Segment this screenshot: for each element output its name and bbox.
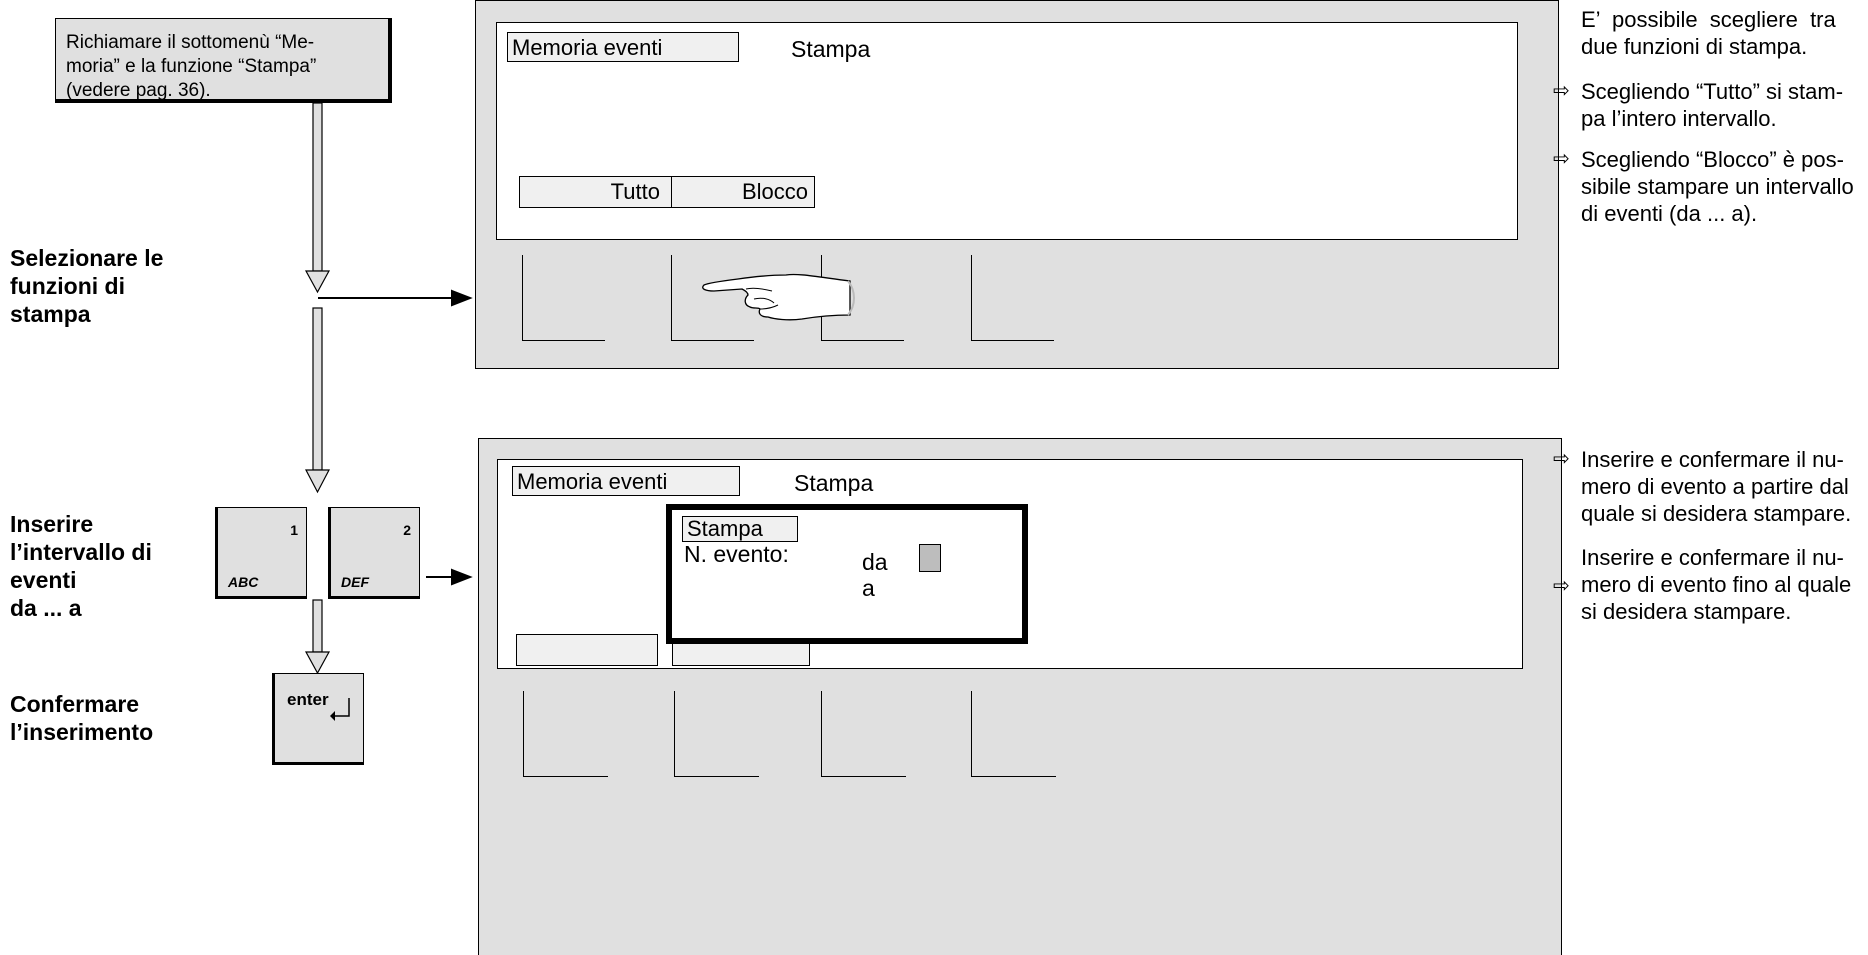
step-line: funzioni di bbox=[10, 273, 125, 299]
text-line: di eventi (da ... a). bbox=[1581, 201, 1758, 226]
text-line: Scegliendo “Blocco” è pos- bbox=[1581, 147, 1844, 172]
softkey-field-1 bbox=[516, 634, 658, 666]
key-number: 2 bbox=[403, 522, 411, 538]
instruction-note: Richiamare il sottomenù “Me- moria” e la… bbox=[55, 18, 392, 103]
softkey-2[interactable] bbox=[671, 255, 754, 341]
bullet-tutto: Scegliendo “Tutto” si stam- pa l’intero … bbox=[1581, 78, 1865, 132]
text-line: mero di evento a partire dal bbox=[1581, 474, 1849, 499]
text-line: quale si desidera stampare. bbox=[1581, 501, 1852, 526]
key-1-abc[interactable]: 1 ABC bbox=[215, 507, 307, 599]
menu-field: Memoria eventi bbox=[512, 466, 740, 496]
pointing-hand-icon bbox=[702, 273, 855, 321]
softkey-4[interactable] bbox=[971, 691, 1056, 777]
text-line: E’ possibile scegliere tra bbox=[1581, 7, 1836, 32]
flow-shaft bbox=[312, 599, 323, 653]
enter-key[interactable]: enter bbox=[272, 673, 364, 765]
bullet-insert-from: Inserire e confermare il nu- mero di eve… bbox=[1581, 446, 1865, 527]
screen-title: Stampa bbox=[791, 36, 871, 62]
flow-arrowhead bbox=[304, 270, 331, 294]
note-line: Richiamare il sottomenù “Me- bbox=[66, 32, 315, 53]
arrow-bullet-icon: ⇨ bbox=[1553, 448, 1570, 470]
arrow-bullet-icon: ⇨ bbox=[1553, 80, 1570, 102]
text-line: si desidera stampare. bbox=[1581, 599, 1792, 624]
flow-shaft bbox=[312, 307, 323, 471]
step-line: Inserire bbox=[10, 511, 94, 537]
key-2-def[interactable]: 2 DEF bbox=[328, 507, 420, 599]
instruction-note-body: Richiamare il sottomenù “Me- moria” e la… bbox=[56, 19, 391, 102]
bullet-blocco: Scegliendo “Blocco” è pos- sibile stampa… bbox=[1581, 146, 1865, 227]
key-number: 1 bbox=[290, 522, 298, 538]
display-screen: Memoria eventi Stampa Tutto Blocco bbox=[496, 22, 1518, 240]
text-line: mero di evento fino al quale bbox=[1581, 572, 1852, 597]
text-line: due funzioni di stampa. bbox=[1581, 34, 1808, 59]
softkey-3[interactable] bbox=[821, 691, 906, 777]
step-line: stampa bbox=[10, 301, 91, 327]
note-line: (vedere pag. 36). bbox=[66, 80, 211, 101]
text-line: pa l’intero intervallo. bbox=[1581, 106, 1777, 131]
step-line: Confermare bbox=[10, 691, 140, 717]
softkey-2[interactable] bbox=[674, 691, 759, 777]
step-line: l’intervallo di bbox=[10, 539, 152, 565]
event-range-dialog: Stampa N. evento: da a bbox=[666, 504, 1028, 644]
menu-field: Memoria eventi bbox=[507, 32, 739, 62]
text-line: sibile stampare un intervallo bbox=[1581, 174, 1854, 199]
enter-key-label: enter bbox=[287, 690, 329, 709]
intro-paragraph: E’ possibile scegliere tra due funzioni … bbox=[1581, 6, 1865, 60]
event-number-label: N. evento: bbox=[684, 541, 789, 567]
arrow-head bbox=[451, 289, 473, 307]
bullet-insert-to: Inserire e confermare il nu- mero di eve… bbox=[1581, 544, 1865, 625]
key-letters: ABC bbox=[228, 574, 259, 590]
step-insert-label: Inserire l’intervallo di eventi da ... a bbox=[10, 510, 152, 622]
step-select-label: Selezionare le funzioni di stampa bbox=[10, 244, 163, 328]
screen-title: Stampa bbox=[794, 470, 874, 496]
arrow-head bbox=[451, 568, 473, 586]
softkey-1[interactable] bbox=[522, 255, 605, 341]
flow-shaft bbox=[312, 102, 323, 272]
dialog-title: Stampa bbox=[682, 516, 798, 542]
step-line: Selezionare le bbox=[10, 245, 164, 271]
flow-arrows bbox=[304, 102, 473, 675]
text-line: Inserire e confermare il nu- bbox=[1581, 447, 1844, 472]
softkey-4[interactable] bbox=[971, 255, 1054, 341]
blocco-button[interactable]: Blocco bbox=[671, 176, 815, 208]
flow-arrowhead bbox=[304, 651, 331, 675]
key-letters: DEF bbox=[341, 574, 369, 590]
to-label: a bbox=[862, 575, 875, 601]
flow-arrowhead bbox=[305, 469, 330, 494]
device-panel-insert: Memoria eventi Stampa Stampa N. evento: … bbox=[478, 438, 1562, 955]
step-line: da ... a bbox=[10, 595, 82, 621]
step-line: l’inserimento bbox=[10, 719, 154, 745]
from-input[interactable] bbox=[919, 544, 941, 572]
text-line: Inserire e confermare il nu- bbox=[1581, 545, 1844, 570]
display-screen: Memoria eventi Stampa Stampa N. evento: … bbox=[497, 459, 1523, 669]
arrow-bullet-icon: ⇨ bbox=[1553, 575, 1570, 597]
return-icon bbox=[330, 698, 350, 721]
step-line: eventi bbox=[10, 567, 77, 593]
step-confirm-label: Confermare l’inserimento bbox=[10, 690, 153, 746]
arrow-bullet-icon: ⇨ bbox=[1553, 148, 1570, 170]
text-line: Scegliendo “Tutto” si stam- bbox=[1581, 79, 1844, 104]
note-line: moria” e la funzione “Stampa” bbox=[66, 56, 317, 77]
from-label: da bbox=[862, 549, 888, 575]
device-panel-select: Memoria eventi Stampa Tutto Blocco bbox=[475, 0, 1559, 369]
tutto-button[interactable]: Tutto bbox=[519, 176, 673, 208]
softkey-1[interactable] bbox=[523, 691, 608, 777]
